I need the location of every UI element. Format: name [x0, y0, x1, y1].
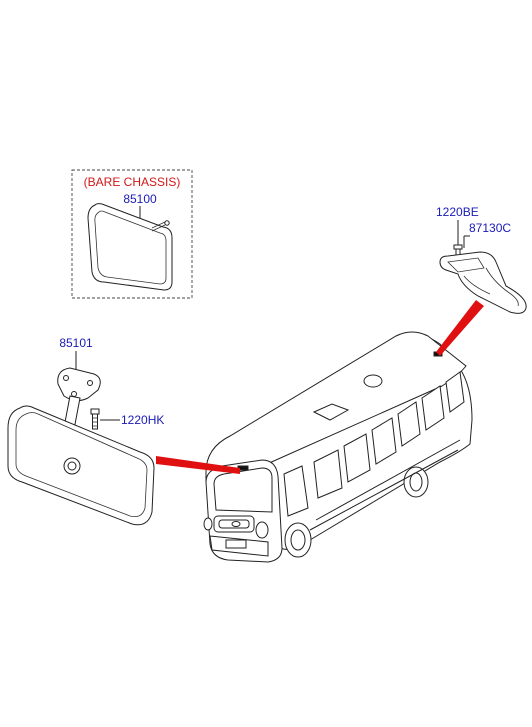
part-number-1220be[interactable]: 1220BE: [436, 205, 479, 219]
inside-mirror-group: 85101 1220HK: [7, 336, 164, 526]
bare-chassis-group: (BARE CHASSIS) 85100: [71, 169, 193, 299]
bare-chassis-mirror: [87, 203, 173, 291]
part-number-87130c[interactable]: 87130C: [469, 221, 511, 235]
part-number-1220hk[interactable]: 1220HK: [121, 413, 164, 427]
bare-chassis-dashed-box: [71, 169, 193, 299]
part-number-85100[interactable]: 85100: [123, 192, 157, 206]
minibus: [203, 331, 473, 563]
pointer-to-outside-mirror: [436, 300, 484, 356]
part-number-85101[interactable]: 85101: [59, 336, 93, 350]
outside-mirror-group: 1220BE 87130C: [436, 205, 527, 314]
pointer-to-inside-mirror: [156, 456, 240, 474]
bare-chassis-note: (BARE CHASSIS): [84, 175, 181, 189]
